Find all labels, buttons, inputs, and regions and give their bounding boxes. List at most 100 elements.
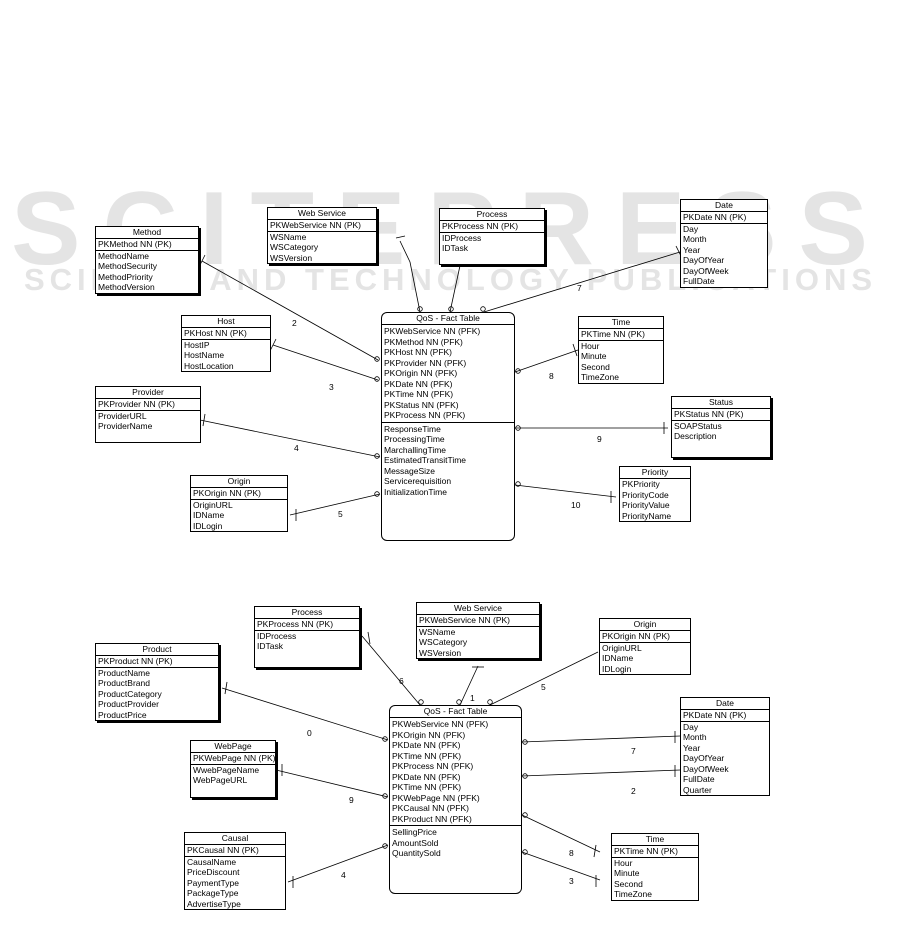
entity2-web-service[interactable]: Web Service PKWebService NN (PK) WSName … — [416, 602, 540, 659]
entity-pk: PKWebPage NN (PK) — [191, 753, 275, 765]
entity2-product[interactable]: Product PKProduct NN (PK) ProductName Pr… — [95, 643, 219, 721]
fact-pk: PKProcess NN (PFK) — [392, 761, 474, 771]
rel-label: 7 — [577, 283, 582, 293]
entity-title: Web Service — [268, 208, 376, 220]
rel-label: 7 — [631, 746, 636, 756]
entity-title: Host — [182, 316, 270, 328]
entity-attr: ProductCategory — [98, 688, 162, 699]
entity-attr: Hour — [581, 340, 600, 351]
entity-attr: Month — [683, 234, 707, 244]
entity-pk: PKOrigin NN (PK) — [191, 488, 287, 500]
fact-measure-section: ResponseTime ProcessingTime MarchallingT… — [382, 423, 514, 499]
entity-attr: IDName — [602, 653, 634, 663]
entity-attr: Year — [683, 244, 701, 255]
entity-attr: WSVersion — [270, 252, 313, 263]
entity-pk: PKProcess NN (PK) — [255, 619, 359, 631]
entity-attr: DayOfYear — [683, 255, 725, 265]
fact-pk: PKCausal NN (PFK) — [392, 803, 469, 813]
fact-pk: PKWebService NN (PFK) — [384, 326, 481, 336]
entity2-causal[interactable]: Causal PKCausal NN (PK) CausalName Price… — [184, 832, 286, 910]
fact-table-qos-2[interactable]: QoS - Fact Table PKWebService NN (PFK) P… — [389, 705, 522, 894]
rel2-time1-fact — [521, 814, 601, 853]
entity-attr: IDLogin — [602, 663, 632, 674]
entity-attr: ProductPrice — [98, 709, 147, 720]
rel2-date1-fact — [521, 735, 681, 743]
entity-attr-empty — [96, 432, 200, 442]
entity-title: Process — [440, 209, 544, 221]
entity-attr: WebPageURL — [193, 775, 248, 785]
fact-pk: PKDate NN (PFK) — [392, 740, 461, 750]
entity-method[interactable]: Method PKMethod NN (PK) MethodName Metho… — [95, 226, 199, 294]
entity-attr: PriorityValue — [622, 500, 670, 510]
entity-pk: PKPriority — [622, 479, 660, 489]
rel-process-fact — [449, 260, 462, 313]
entity-title: Time — [612, 834, 698, 846]
entity-attr: DayOfYear — [683, 753, 725, 763]
fact-table-qos[interactable]: QoS - Fact Table PKWebService NN (PFK) P… — [381, 312, 515, 541]
entity-attr: Year — [683, 742, 701, 753]
entity-web-service[interactable]: Web Service PKWebService NN (PK) WSName … — [267, 207, 377, 264]
entity-attr: OriginURL — [602, 642, 642, 653]
entity2-origin[interactable]: Origin PKOrigin NN (PK) OriginURL IDName… — [599, 618, 691, 675]
fact-measure: ProcessingTime — [384, 434, 445, 444]
entity-attr: PackageType — [187, 888, 239, 898]
entity-attr: ProductProvider — [98, 699, 159, 709]
entity-provider[interactable]: Provider PKProvider NN (PK) ProviderURL … — [95, 386, 201, 443]
entity-date[interactable]: Date PKDate NN (PK) Day Month Year DayOf… — [680, 199, 768, 288]
fact-measure: InitializationTime — [384, 486, 447, 497]
rel-label: 2 — [292, 318, 297, 328]
entity-attr: MethodName — [98, 250, 150, 261]
entity-attr: Quarter — [683, 784, 712, 795]
entity2-process[interactable]: Process PKProcess NN (PK) IDProcess IDTa… — [254, 606, 360, 668]
fact-measure: SellingPrice — [392, 827, 437, 837]
entity-time[interactable]: Time PKTime NN (PK) Hour Minute Second T… — [578, 316, 664, 384]
rel-label: 4 — [294, 443, 299, 453]
entity-attr: IDProcess — [257, 630, 297, 641]
entity-attr: DayOfWeek — [683, 265, 729, 276]
entity2-time[interactable]: Time PKTime NN (PK) Hour Minute Second T… — [611, 833, 699, 901]
rel-host-fact — [272, 344, 379, 381]
entity-attr: WwebPageName — [193, 764, 260, 775]
fact-pk: PKOrigin NN (PFK) — [392, 729, 466, 740]
entity-attr: WSName — [419, 626, 456, 637]
fact-measure-section: SellingPrice AmountSold QuantitySold — [390, 826, 521, 860]
fact-pk: PKHost NN (PFK) — [384, 347, 453, 357]
entity2-date[interactable]: Date PKDate NN (PK) Day Month Year DayOf… — [680, 697, 770, 796]
entity-pk: PKHost NN (PK) — [182, 328, 270, 340]
entity-pk: PKProduct NN (PK) — [96, 656, 218, 668]
entity-pk: PKWebService NN (PK) — [268, 220, 376, 232]
entity-attr: PaymentType — [187, 877, 239, 888]
entity-title: Priority — [620, 467, 690, 479]
entity-status[interactable]: Status PKStatus NN (PK) SOAPStatus Descr… — [671, 396, 771, 458]
entity-attr: MethodVersion — [98, 282, 155, 292]
entity-title: Product — [96, 644, 218, 656]
fact-pk: PKWebService NN (PFK) — [392, 719, 489, 729]
entity-attr: Minute — [581, 351, 607, 361]
fact-pk: PKTime NN (PFK) — [392, 750, 462, 761]
entity-host[interactable]: Host PKHost NN (PK) HostIP HostName Host… — [181, 315, 271, 372]
rel-method-fact — [201, 260, 379, 361]
entity-process[interactable]: Process PKProcess NN (PK) IDProcess IDTa… — [439, 208, 545, 265]
entity-pk: PKProvider NN (PK) — [96, 399, 200, 411]
entity-attr: WSVersion — [419, 647, 462, 658]
fact-measure: EstimatedTransitTime — [384, 455, 467, 465]
entity-attr-empty — [440, 254, 544, 264]
entity-priority[interactable]: Priority PKPriority PriorityCode Priorit… — [619, 466, 691, 522]
entity-origin[interactable]: Origin PKOrigin NN (PK) OriginURL IDName… — [190, 475, 288, 532]
rel-date-fact — [483, 251, 681, 313]
entity2-webpage[interactable]: WebPage PKWebPage NN (PK) WwebPageName W… — [190, 740, 276, 798]
entity-attr: Second — [581, 361, 610, 372]
fact-pk: PKMethod NN (PFK) — [384, 336, 463, 347]
entity-title: Web Service — [417, 603, 539, 615]
fact-measure: Servicerequisition — [384, 476, 452, 486]
fact-measure: QuantitySold — [392, 848, 441, 858]
entity-attr: ProductBrand — [98, 678, 150, 688]
entity-title: Date — [681, 698, 769, 710]
entity-title: Status — [672, 397, 770, 409]
fact-measure: ResponseTime — [384, 423, 441, 434]
entity-title: Method — [96, 227, 198, 239]
rel-provider-fact — [199, 419, 381, 458]
entity-attr: IDTask — [442, 243, 468, 253]
fact-measure: MessageSize — [384, 465, 436, 476]
rel-label: 5 — [338, 509, 343, 519]
